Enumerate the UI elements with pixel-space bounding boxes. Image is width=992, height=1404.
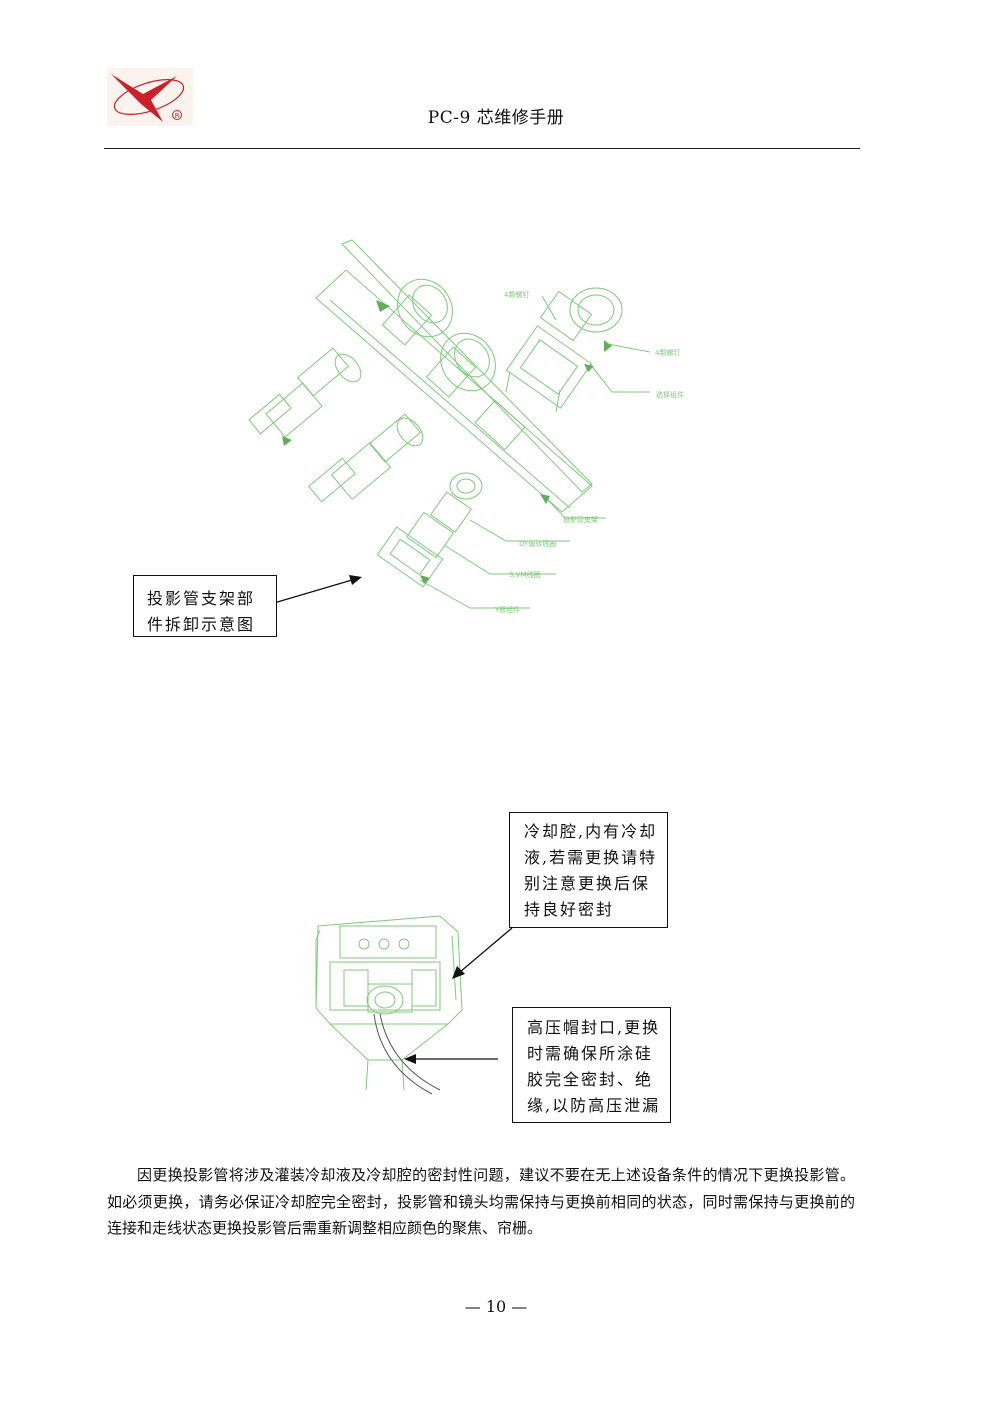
page-title: PC-9 芯维修手册 bbox=[427, 108, 565, 128]
callout-line: 胶完全密封、绝 bbox=[527, 1070, 654, 1089]
drawing-label-svm-coil: S.VM线圈 bbox=[509, 570, 541, 579]
callout-line: 件拆卸示意图 bbox=[147, 615, 256, 634]
callout-line: 别注意更换后保 bbox=[524, 874, 651, 893]
callout-cooling-chamber: 冷却腔,内有冷却 液,若需更换请特 别注意更换后保 持良好密封 bbox=[509, 812, 668, 928]
company-logo: R bbox=[107, 68, 193, 126]
drawing-label-selector-assembly: 选择组件 bbox=[656, 390, 684, 399]
page-number: — 10 — bbox=[464, 1297, 528, 1316]
callout-line: 高压帽封口,更换 bbox=[527, 1018, 661, 1037]
callout-arrow-2 bbox=[452, 927, 513, 979]
header-rule bbox=[104, 148, 860, 149]
red-star-logo-icon: R bbox=[111, 74, 185, 122]
drawing-label-y-board: Y板组件 bbox=[494, 605, 520, 614]
cooling-chamber-drawing bbox=[315, 915, 463, 1095]
tube-bracket-exploded-drawing: 4颗螺钉 4颗螺钉 选择组件 投影管支架 DY偏转线圈 S.VM线圈 Y板组件 bbox=[248, 239, 684, 614]
drawing-label-screws-2: 4颗螺钉 bbox=[655, 348, 680, 357]
callout-line: 时需确保所涂硅 bbox=[527, 1044, 654, 1063]
registered-mark: R bbox=[175, 112, 180, 120]
callout-line: 持良好密封 bbox=[524, 900, 615, 919]
callout-bracket-removal: 投影管支架部 件拆卸示意图 bbox=[133, 575, 277, 637]
callout-line: 冷却腔,内有冷却 bbox=[524, 822, 658, 841]
drawing-label-screws-1: 4颗螺钉 bbox=[504, 290, 529, 299]
callout-line: 液,若需更换请特 bbox=[524, 848, 658, 867]
drawing-label-dy-coil: DY偏转线圈 bbox=[519, 539, 556, 548]
paragraph-text: 因更换投影管将涉及灌装冷却液及冷却腔的密封性问题，建议不要在无上述设备条件的情况… bbox=[107, 1166, 855, 1237]
callout-line: 缘,以防高压泄漏 bbox=[527, 1096, 661, 1115]
body-paragraph: 因更换投影管将涉及灌装冷却液及冷却腔的密封性问题，建议不要在无上述设备条件的情况… bbox=[107, 1162, 855, 1242]
callout-arrow-1 bbox=[273, 575, 362, 604]
callout-arrow-3 bbox=[404, 1054, 498, 1064]
callout-hv-cap-seal: 高压帽封口,更换 时需确保所涂硅 胶完全密封、绝 缘,以防高压泄漏 bbox=[512, 1007, 671, 1123]
callout-line: 投影管支架部 bbox=[147, 589, 256, 608]
drawing-label-tube-bracket: 投影管支架 bbox=[563, 515, 598, 524]
